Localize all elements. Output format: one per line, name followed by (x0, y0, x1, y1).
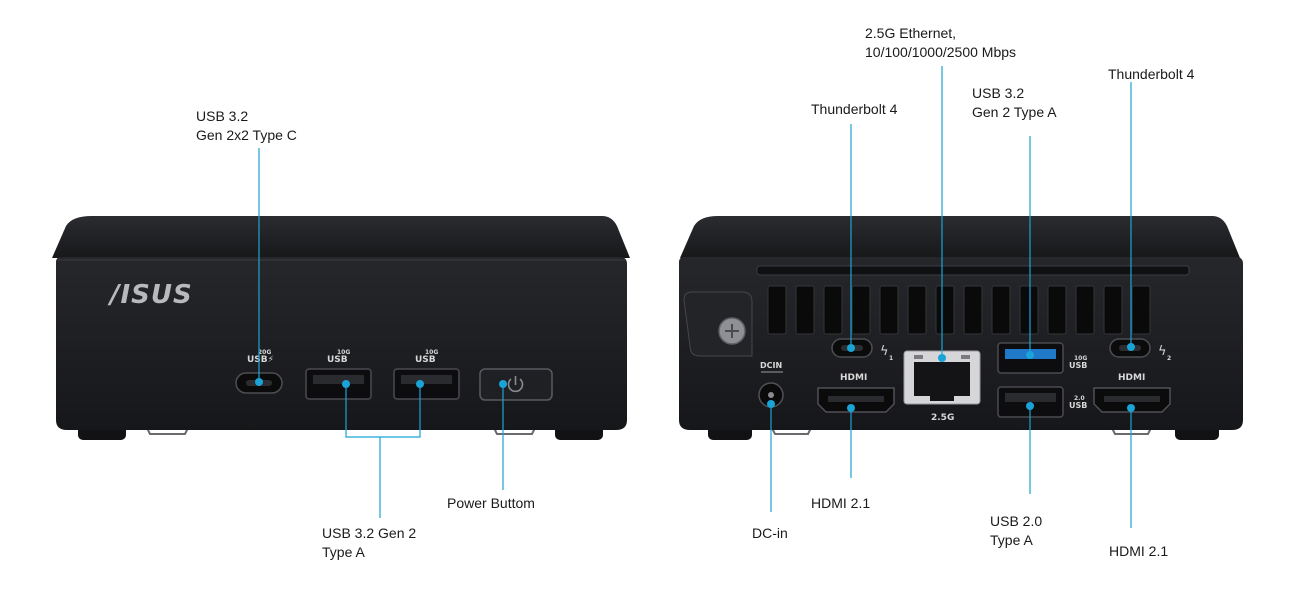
label-line: Thunderbolt 4 (811, 101, 898, 117)
usba2-usb-text: USB (415, 355, 436, 365)
label-line: Gen 2 Type A (972, 104, 1057, 120)
callout-dots (255, 343, 1135, 412)
label-line: USB 3.2 (196, 108, 249, 124)
eth-speed-text: 2.5G (931, 413, 954, 423)
front-usb-a-port-1: 10G USB (305, 349, 372, 400)
callout-dot (938, 354, 946, 362)
usbc-speed-text: 20G (258, 349, 271, 356)
tb2-index-text: 2 (1167, 355, 1171, 362)
usba2-speed-text: 10G (425, 349, 438, 356)
thunderbolt-icon: ϟ (1158, 344, 1167, 359)
label-line: USB 3.2 Gen 2 (322, 525, 417, 541)
callout-dot (342, 380, 350, 388)
label-line: HDMI 2.1 (1109, 543, 1169, 559)
usbc-usb-text: USB⚡ (247, 355, 274, 365)
hdmi-port-left: HDMI (817, 373, 895, 413)
asus-logo: /ISUS (107, 280, 193, 310)
label-dcin: DC-in (752, 524, 788, 543)
label-line: DC-in (752, 525, 788, 541)
label-line: Gen 2x2 Type C (196, 127, 297, 143)
dcin-text: DCIN (760, 361, 782, 370)
usb20-port: 2.0 USB (997, 386, 1087, 418)
rear-unit: DCIN ϟ 1 HDMI 2.5G (679, 216, 1243, 440)
usb32-usb-text: USB (1069, 361, 1087, 370)
vent-grille (767, 285, 1151, 335)
callout-dot (416, 380, 424, 388)
hdmi-left-text: HDMI (840, 373, 867, 383)
usb20-usb-text: USB (1069, 401, 1087, 410)
label-usb-a: USB 3.2 Gen 2 Type A (322, 524, 416, 562)
usba1-speed-text: 10G (337, 349, 350, 356)
top-groove (756, 265, 1190, 276)
callout-dot (1026, 351, 1034, 359)
rear-face (679, 257, 1243, 430)
label-ethernet: 2.5G Ethernet, 10/100/1000/2500 Mbps (865, 24, 1016, 62)
label-tb-left: Thunderbolt 4 (811, 100, 897, 119)
usb32-speed-text: 10G (1074, 355, 1087, 362)
label-hdmi-left: HDMI 2.1 (811, 494, 870, 513)
callout-dot (1026, 402, 1034, 410)
label-line: 10/100/1000/2500 Mbps (865, 44, 1017, 60)
tb1-index-text: 1 (889, 355, 893, 362)
label-line: Thunderbolt 4 (1108, 66, 1195, 82)
callout-lines (258, 66, 1132, 528)
callout-dot (767, 400, 775, 408)
ethernet-port: 2.5G (903, 350, 981, 423)
callout-dot (499, 380, 507, 388)
callout-dot (1127, 343, 1135, 351)
label-hdmi-right: HDMI 2.1 (1109, 542, 1168, 561)
power-button (479, 368, 553, 401)
hdmi-port-right: HDMI (1093, 373, 1171, 413)
callout-dot (847, 344, 855, 352)
label-tb-right: Thunderbolt 4 (1108, 65, 1194, 84)
label-line: Type A (990, 532, 1033, 548)
hdmi-right-text: HDMI (1118, 373, 1145, 383)
power-icon (507, 376, 524, 393)
lock-bracket (683, 291, 753, 357)
label-line: USB 3.2 (972, 85, 1025, 101)
thunderbolt-icon: ϟ (880, 344, 889, 359)
label-line: Power Buttom (447, 495, 535, 511)
front-top-lid (52, 216, 630, 258)
usb20-speed-text: 2.0 (1074, 395, 1085, 402)
label-usb20: USB 2.0 Type A (990, 512, 1042, 550)
callout-line-usb-a (345, 384, 421, 438)
rear-top-lid (680, 216, 1240, 258)
front-unit: /ISUS 20G USB⚡ 10G USB 10G USB (52, 216, 630, 440)
callout-dot (255, 378, 263, 386)
front-usb-a-port-2: 10G USB (393, 349, 460, 400)
label-usb-c: USB 3.2 Gen 2x2 Type C (196, 107, 297, 145)
dc-in-port: DCIN (758, 361, 784, 408)
callout-dot (1127, 404, 1135, 412)
label-line: USB 2.0 (990, 513, 1043, 529)
label-line: HDMI 2.1 (811, 495, 871, 511)
usba1-usb-text: USB (327, 355, 348, 365)
label-line: 2.5G Ethernet, (865, 25, 957, 41)
callout-dot (847, 404, 855, 412)
label-line: Type A (322, 544, 365, 560)
label-usb32: USB 3.2 Gen 2 Type A (972, 84, 1057, 122)
label-power: Power Buttom (447, 494, 535, 513)
